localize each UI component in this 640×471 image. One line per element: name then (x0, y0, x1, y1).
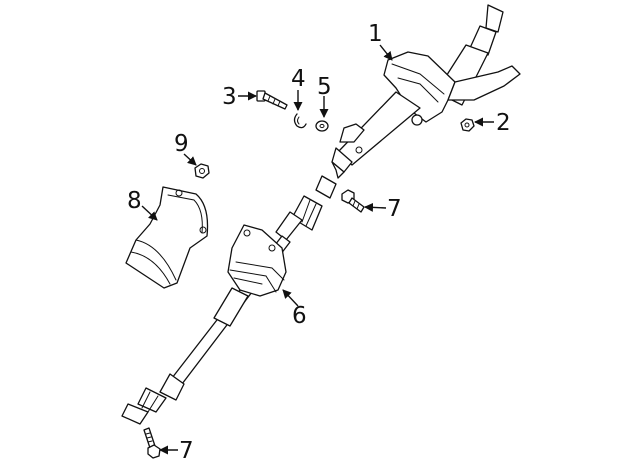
callout-9: 9 (174, 131, 189, 157)
callout-6: 6 (292, 303, 307, 329)
callout-5: 5 (317, 74, 332, 100)
callout-7-lower: 7 (179, 438, 194, 464)
bolt-part-7-upper (341, 189, 365, 213)
nut-part-9 (194, 163, 210, 179)
leader-lines (141, 44, 494, 455)
column-cover-boot (125, 186, 209, 289)
bolt-part-3 (256, 90, 288, 110)
callout-1: 1 (368, 21, 383, 47)
callout-3: 3 (222, 84, 237, 110)
clip-ring-part-4 (293, 113, 307, 129)
bolt-part-7-lower (143, 427, 161, 459)
nut-part-2 (460, 118, 475, 132)
callout-8: 8 (127, 188, 142, 214)
washer-part-5 (315, 120, 329, 132)
boot-seal-plate (227, 224, 287, 297)
steering-column-assembly (331, 4, 521, 179)
intermediate-shaft (121, 175, 337, 425)
callout-2: 2 (496, 110, 511, 136)
callout-4: 4 (291, 66, 306, 92)
callout-7-upper: 7 (387, 196, 402, 222)
